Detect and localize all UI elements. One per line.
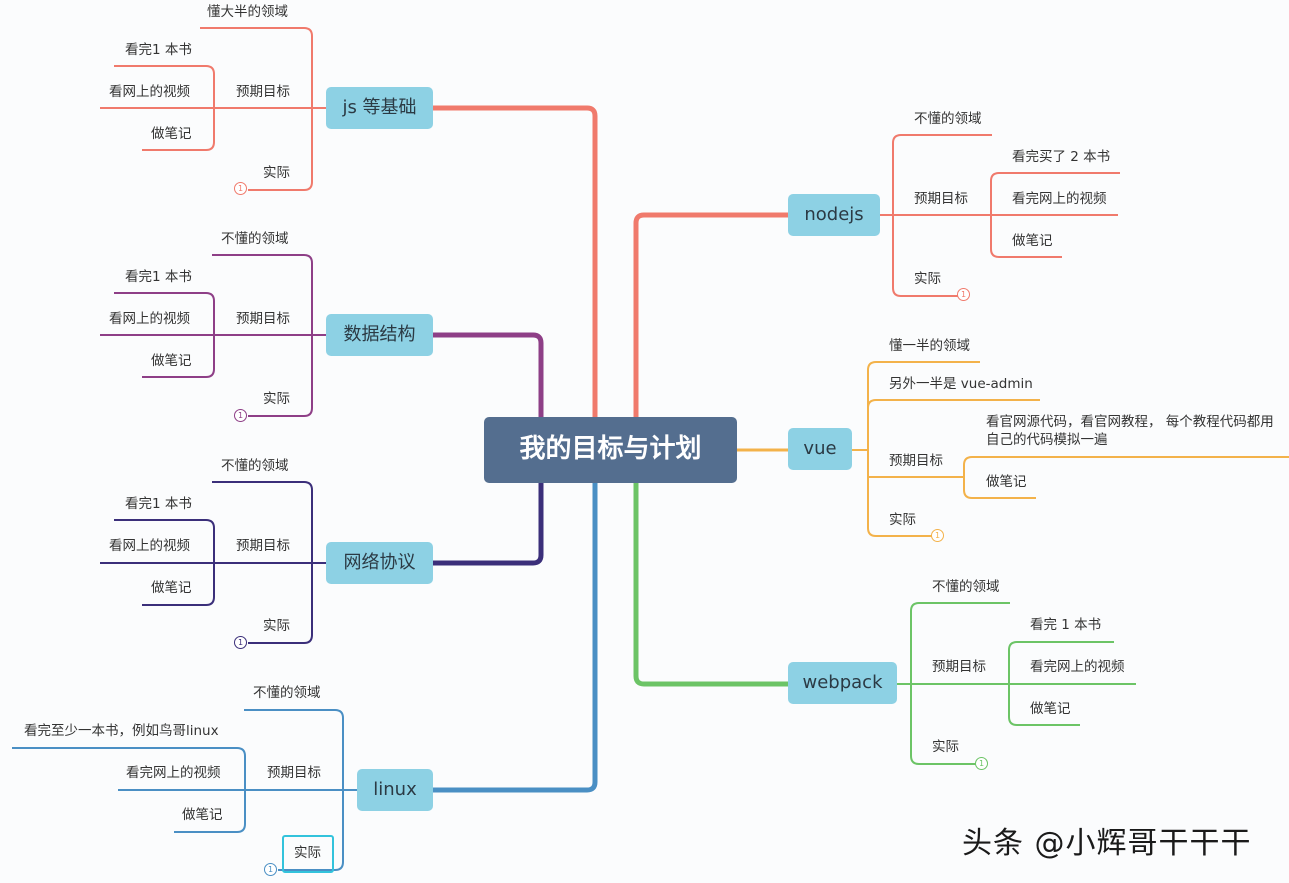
branch-nodejs-label: nodejs (804, 204, 864, 226)
branch-webpack-label: webpack (802, 672, 883, 694)
branch-vue-label: vue (803, 438, 837, 460)
ds-actual[interactable]: 实际 (263, 391, 290, 407)
nodejs-goal-notes[interactable]: 做笔记 (1012, 233, 1053, 249)
vue-goal[interactable]: 预期目标 (889, 453, 943, 469)
js-goal-video[interactable]: 看网上的视频 (109, 84, 190, 100)
linux-actual-selection[interactable] (282, 835, 334, 873)
ds-goal-video[interactable]: 看网上的视频 (109, 311, 190, 327)
branch-nodejs[interactable]: nodejs (788, 194, 880, 236)
net-goal-notes[interactable]: 做笔记 (151, 580, 192, 596)
branch-ds[interactable]: 数据结构 (326, 314, 433, 356)
js-goal-book[interactable]: 看完1 本书 (125, 42, 192, 58)
branch-linux-label: linux (373, 779, 417, 801)
connector-root-js (432, 105, 598, 418)
vue-leaf-admin[interactable]: 另外一半是 vue-admin (889, 376, 1033, 392)
branch-ds-label: 数据结构 (343, 324, 416, 346)
webpack-goal-book[interactable]: 看完 1 本书 (1030, 617, 1102, 633)
branch-linux[interactable]: linux (357, 769, 433, 811)
branch-net[interactable]: 网络协议 (326, 542, 433, 584)
net-goal[interactable]: 预期目标 (236, 538, 290, 554)
linux-actual-badge[interactable]: 1 (264, 863, 277, 876)
nodejs-goal[interactable]: 预期目标 (914, 191, 968, 207)
net-goal-book[interactable]: 看完1 本书 (125, 496, 192, 512)
linux-goal-book[interactable]: 看完至少一本书，例如鸟哥linux (24, 723, 219, 739)
vue-goal-source[interactable]: 看官网源代码，看官网教程， 每个教程代码都用自己的代码模拟一遍 (986, 414, 1274, 448)
branch-js[interactable]: js 等基础 (326, 87, 433, 129)
webpack-goal-notes[interactable]: 做笔记 (1030, 701, 1071, 717)
vue-leaf-half[interactable]: 懂一半的领域 (889, 338, 970, 354)
linux-goal-video[interactable]: 看完网上的视频 (126, 765, 221, 781)
js-actual-badge[interactable]: 1 (234, 182, 247, 195)
branch-js-label: js 等基础 (342, 97, 417, 119)
net-leaf-unknown[interactable]: 不懂的领域 (221, 458, 289, 474)
webpack-goal-video[interactable]: 看完网上的视频 (1030, 659, 1125, 675)
js-goal[interactable]: 预期目标 (236, 84, 290, 100)
connector-root-linux (432, 482, 598, 793)
branch-webpack[interactable]: webpack (788, 662, 897, 704)
nodejs-goal-book[interactable]: 看完买了 2 本书 (1012, 149, 1111, 165)
linux-goal[interactable]: 预期目标 (267, 765, 321, 781)
root-node[interactable]: 我的目标与计划 (484, 417, 737, 483)
net-actual[interactable]: 实际 (263, 618, 290, 634)
nodejs-goal-video[interactable]: 看完网上的视频 (1012, 191, 1107, 207)
linux-goal-notes[interactable]: 做笔记 (182, 807, 223, 823)
connector-root-webpack (633, 482, 788, 687)
ds-goal-book[interactable]: 看完1 本书 (125, 269, 192, 285)
linux-actual[interactable]: 实际 (294, 845, 321, 861)
connector-root-ds (432, 332, 544, 418)
js-actual[interactable]: 实际 (263, 165, 290, 181)
ds-actual-badge[interactable]: 1 (234, 409, 247, 422)
webpack-goal[interactable]: 预期目标 (932, 659, 986, 675)
net-goal-video[interactable]: 看网上的视频 (109, 538, 190, 554)
ds-leaf-unknown[interactable]: 不懂的领域 (221, 231, 289, 247)
nodejs-leaf-unknown[interactable]: 不懂的领域 (914, 111, 982, 127)
connector-root-node (633, 212, 788, 418)
nodejs-actual[interactable]: 实际 (914, 271, 941, 287)
net-actual-badge[interactable]: 1 (234, 636, 247, 649)
nodejs-actual-badge[interactable]: 1 (957, 288, 970, 301)
ds-goal-notes[interactable]: 做笔记 (151, 353, 192, 369)
ds-goal[interactable]: 预期目标 (236, 311, 290, 327)
connector-root-net (432, 482, 544, 566)
js-goal-notes[interactable]: 做笔记 (151, 126, 192, 142)
root-label: 我的目标与计划 (519, 434, 702, 465)
linux-leaf-unknown[interactable]: 不懂的领域 (253, 685, 321, 701)
webpack-actual-badge[interactable]: 1 (975, 757, 988, 770)
webpack-leaf-unknown[interactable]: 不懂的领域 (932, 579, 1000, 595)
webpack-actual[interactable]: 实际 (932, 739, 959, 755)
watermark: 头条 @小辉哥干干干 (962, 826, 1252, 861)
js-leaf-understood[interactable]: 懂大半的领域 (207, 4, 288, 20)
vue-goal-notes[interactable]: 做笔记 (986, 474, 1027, 490)
vue-actual[interactable]: 实际 (889, 512, 916, 528)
vue-actual-badge[interactable]: 1 (931, 529, 944, 542)
branch-net-label: 网络协议 (343, 552, 416, 574)
branch-vue[interactable]: vue (788, 428, 852, 470)
